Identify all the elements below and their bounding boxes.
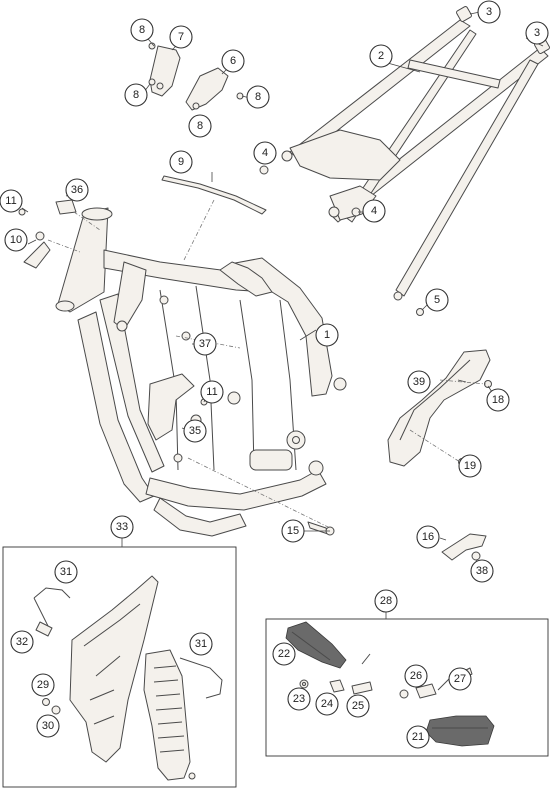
subframe-drawing — [259, 6, 550, 316]
callout-16: 16 — [416, 525, 440, 549]
callout-11-left: 11 — [0, 189, 23, 213]
callout-4-upper: 4 — [253, 141, 277, 165]
svg-text:26: 26 — [410, 670, 422, 682]
callout-29: 29 — [31, 673, 55, 697]
svg-text:21: 21 — [412, 731, 424, 743]
callout-30: 30 — [36, 714, 60, 738]
svg-text:8: 8 — [133, 89, 139, 101]
callout-6: 6 — [221, 49, 245, 73]
callout-3-right: 3 — [525, 21, 549, 45]
callout-18: 18 — [486, 388, 510, 412]
svg-text:30: 30 — [42, 720, 54, 732]
svg-text:8: 8 — [255, 91, 261, 103]
svg-text:3: 3 — [486, 6, 492, 18]
svg-text:9: 9 — [178, 156, 184, 168]
callout-27: 27 — [448, 667, 472, 691]
center-parts-drawing — [147, 331, 241, 441]
callout-21: 21 — [406, 725, 430, 749]
svg-text:4: 4 — [262, 147, 268, 159]
callout-39: 39 — [407, 370, 431, 394]
callout-37: 37 — [193, 332, 217, 356]
callout-22: 22 — [272, 642, 296, 666]
svg-text:10: 10 — [10, 234, 22, 246]
callout-19: 19 — [458, 454, 482, 478]
svg-text:36: 36 — [71, 184, 83, 196]
callout-1: 1 — [315, 323, 339, 347]
svg-text:22: 22 — [278, 648, 290, 660]
svg-text:3: 3 — [534, 27, 540, 39]
svg-text:5: 5 — [434, 294, 440, 306]
svg-text:8: 8 — [197, 120, 203, 132]
svg-text:18: 18 — [492, 394, 504, 406]
svg-text:7: 7 — [178, 31, 184, 43]
frame-guard-right-drawing — [387, 349, 492, 467]
callout-8-top: 8 — [130, 18, 154, 42]
svg-text:31: 31 — [60, 566, 72, 578]
frame-protector-group — [2, 538, 237, 788]
svg-text:23: 23 — [293, 693, 305, 705]
callout-35: 35 — [183, 419, 207, 443]
callout-4-lower: 4 — [362, 199, 386, 223]
callout-23: 23 — [287, 687, 311, 711]
svg-text:28: 28 — [380, 595, 392, 607]
svg-text:33: 33 — [116, 521, 128, 533]
cable-drawing — [161, 175, 267, 261]
svg-text:15: 15 — [287, 525, 299, 537]
brackets-drawing — [148, 42, 244, 128]
main-frame-drawing — [55, 207, 347, 537]
callout-25: 25 — [346, 694, 370, 718]
svg-text:31: 31 — [195, 638, 207, 650]
svg-text:37: 37 — [199, 338, 211, 350]
footrest-group — [265, 610, 549, 757]
svg-text:6: 6 — [230, 55, 236, 67]
callout-2: 2 — [369, 44, 393, 68]
svg-text:24: 24 — [321, 698, 333, 710]
callout-11-center: 11 — [200, 380, 224, 404]
callout-28: 28 — [374, 589, 398, 613]
callout-24: 24 — [315, 692, 339, 716]
callout-8-bottom: 8 — [188, 114, 212, 138]
svg-text:32: 32 — [16, 636, 28, 648]
callout-8-right: 8 — [246, 85, 270, 109]
callout-31-right: 31 — [189, 632, 213, 656]
svg-text:16: 16 — [422, 531, 434, 543]
svg-text:19: 19 — [464, 460, 476, 472]
callout-36: 36 — [65, 178, 89, 202]
chain-guide-drawing — [441, 533, 487, 561]
left-brackets-drawing — [18, 199, 101, 269]
callout-26: 26 — [404, 664, 428, 688]
svg-text:35: 35 — [189, 425, 201, 437]
svg-text:27: 27 — [454, 673, 466, 685]
callout-32: 32 — [10, 630, 34, 654]
svg-text:25: 25 — [352, 700, 364, 712]
callout-7: 7 — [169, 25, 193, 49]
callout-31-left: 31 — [54, 560, 78, 584]
callout-3-upper: 3 — [477, 0, 501, 24]
callout-9: 9 — [169, 150, 193, 174]
callout-8-left: 8 — [124, 83, 148, 107]
callout-38: 38 — [470, 559, 494, 583]
svg-text:1: 1 — [324, 329, 330, 341]
callout-15: 15 — [281, 519, 305, 543]
callout-10: 10 — [4, 228, 28, 252]
svg-text:39: 39 — [413, 376, 425, 388]
svg-text:11: 11 — [5, 195, 16, 207]
svg-text:2: 2 — [378, 50, 384, 62]
svg-text:8: 8 — [139, 24, 145, 36]
svg-text:4: 4 — [371, 205, 377, 217]
svg-text:11: 11 — [206, 386, 217, 398]
callout-33: 33 — [110, 515, 134, 539]
svg-text:29: 29 — [37, 679, 49, 691]
callout-5: 5 — [425, 288, 449, 312]
svg-text:38: 38 — [476, 565, 488, 577]
